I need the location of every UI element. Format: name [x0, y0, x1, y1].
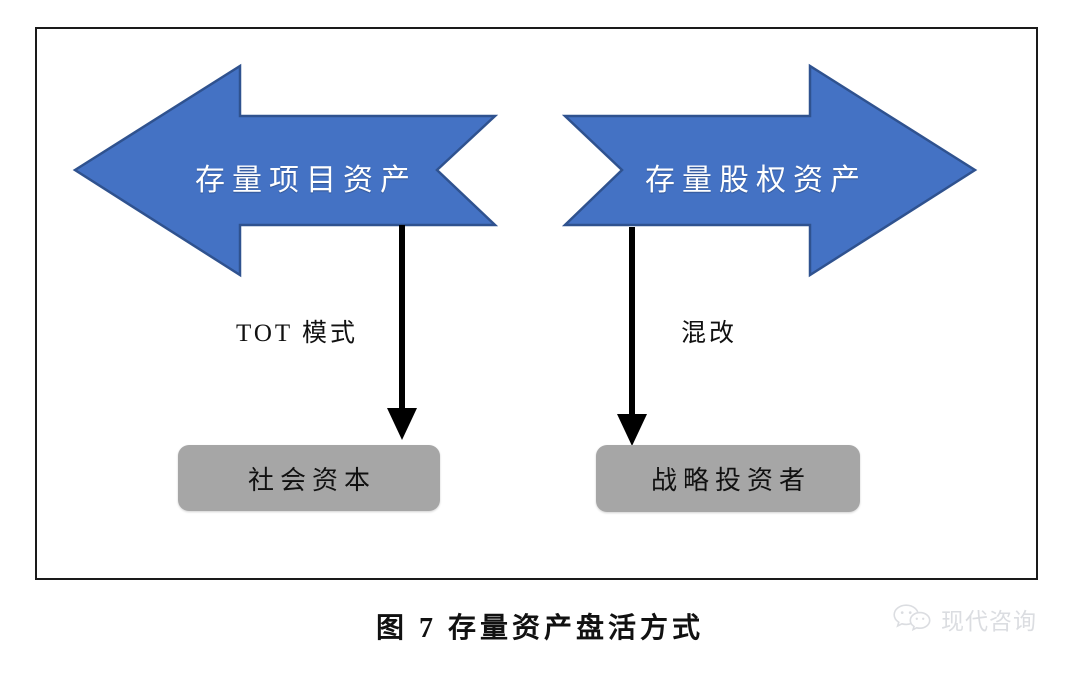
- watermark-text: 现代咨询: [941, 608, 1037, 634]
- watermark: 现代咨询: [893, 602, 1037, 636]
- arrow-label-stock-project-assets: 存量项目资产: [195, 164, 417, 197]
- wechat-logo-icon: [893, 603, 931, 631]
- box-social-capital: 社会资本: [178, 445, 440, 511]
- connector-label-mixed-reform: 混改: [681, 320, 738, 347]
- figure-caption: 图 7 存量资产盘活方式: [375, 613, 704, 644]
- arrow-label-stock-equity-assets: 存量股权资产: [645, 164, 867, 197]
- connector-label-tot: TOT 模式: [236, 320, 358, 347]
- box-strategic-investor: 战略投资者: [596, 445, 860, 512]
